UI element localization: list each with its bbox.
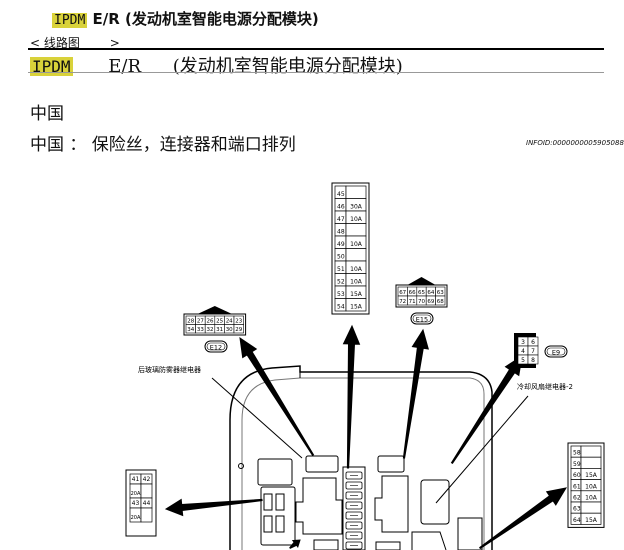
region-heading: 中国 xyxy=(30,104,64,124)
pointer-arrow xyxy=(479,487,568,550)
fuse-left-cell: 44 xyxy=(143,500,151,507)
pin-65: 65 xyxy=(418,290,425,296)
fuse-top-amp-47: 10A xyxy=(350,216,363,223)
pin-27: 27 xyxy=(197,319,204,325)
fuse-right-number-63: 63 xyxy=(573,506,581,513)
pin-28: 28 xyxy=(187,319,194,325)
pin-69: 69 xyxy=(427,299,434,305)
pointer-arrow xyxy=(289,539,301,549)
fuse-right-amp-62: 10A xyxy=(585,495,598,502)
pin-68: 68 xyxy=(437,299,444,305)
section-ipdm: IPDM xyxy=(30,57,73,76)
connector-label: E12 xyxy=(210,344,222,352)
breadcrumb-next-link[interactable]: > xyxy=(109,36,120,50)
pointer-arrow xyxy=(402,328,429,459)
fuse-left-cell: 42 xyxy=(143,476,151,483)
fuse-top-amp-53: 15A xyxy=(350,291,363,298)
pin-29: 29 xyxy=(235,327,242,333)
pointer-arrow xyxy=(164,498,263,517)
pointer-arrow xyxy=(450,354,523,464)
pin-71: 71 xyxy=(409,299,416,305)
pin-31: 31 xyxy=(216,327,223,333)
fuse-right-amp-64: 15A xyxy=(585,517,598,524)
page-header: IPDM E/R (发动机室智能电源分配模块) xyxy=(52,8,319,29)
fuse-top-number-51: 51 xyxy=(337,266,345,273)
connector-label: E9 xyxy=(552,349,560,357)
fuse-top-number-46: 46 xyxy=(337,204,345,211)
label-rear-defogger-relay: 后玻璃防雾器继电器 xyxy=(138,365,201,374)
fuse-top-number-50: 50 xyxy=(337,254,345,261)
breadcrumb: < 线路图 > xyxy=(30,34,120,51)
fuse-left-cell: 20A xyxy=(131,491,141,497)
info-code: INFOID:0000000005905088 xyxy=(526,139,624,147)
fuse-right-number-62: 62 xyxy=(573,495,581,502)
fuse-top-number-47: 47 xyxy=(337,216,345,223)
pin-34: 34 xyxy=(187,327,194,333)
connector-label: E15 xyxy=(416,316,428,324)
fuse-block-top: 45 46 30A 47 10A 48 49 10A 50 51 10A 52 10A 53 15A 54 15… xyxy=(331,182,370,315)
section-desc: (发动机室智能电源分配模块) xyxy=(172,56,403,77)
fuse-right-number-61: 61 xyxy=(573,483,581,490)
subsection-heading: 中国 ： 保险丝，连接器和端口排列 xyxy=(30,135,296,155)
pin-30: 30 xyxy=(226,327,233,333)
pin-8: 8 xyxy=(531,357,535,364)
fuse-left-cell: 41 xyxy=(132,476,140,483)
pin-24: 24 xyxy=(226,319,233,325)
pointer-arrow xyxy=(239,336,315,456)
pin-6: 6 xyxy=(531,339,535,346)
section-title: IPDM E/R (发动机室智能电源分配模块) xyxy=(30,52,403,78)
pin-72: 72 xyxy=(399,299,406,305)
pin-26: 26 xyxy=(207,319,214,325)
pin-4: 4 xyxy=(521,348,525,355)
fuse-top-amp-51: 10A xyxy=(350,266,363,273)
fuse-left-cell: 20A xyxy=(131,515,141,521)
fuse-right-number-58: 58 xyxy=(573,450,581,457)
pin-67: 67 xyxy=(399,290,406,296)
label-cooling-fan-relay: 冷却风扇继电器-2 xyxy=(517,382,573,391)
header-title: E/R (发动机室智能电源分配模块) xyxy=(92,10,319,28)
fuse-right-amp-60: 15A xyxy=(585,472,598,479)
fuse-right-number-64: 64 xyxy=(573,517,581,524)
fuse-top-amp-54: 15A xyxy=(350,304,363,311)
pin-3: 3 xyxy=(521,339,525,346)
pin-25: 25 xyxy=(216,319,223,325)
pin-63: 63 xyxy=(437,290,444,296)
fuse-right-number-59: 59 xyxy=(573,461,581,468)
fuse-top-amp-52: 10A xyxy=(350,279,363,286)
pin-33: 33 xyxy=(197,327,204,333)
header-ipdm: IPDM xyxy=(52,13,88,28)
fuse-left-cell: 43 xyxy=(132,500,140,507)
fuse-top-number-45: 45 xyxy=(337,191,345,198)
pin-66: 66 xyxy=(409,290,416,296)
pin-7: 7 xyxy=(531,348,535,355)
pin-23: 23 xyxy=(235,319,242,325)
pin-32: 32 xyxy=(207,327,214,333)
fuse-block-right: 58 59 60 15A 61 10A 62 10A 63 64 15A xyxy=(567,442,605,528)
section-divider xyxy=(28,72,604,73)
header-divider xyxy=(28,48,604,50)
fuse-top-number-48: 48 xyxy=(337,229,345,236)
fuse-right-number-60: 60 xyxy=(573,472,581,479)
pin-64: 64 xyxy=(427,290,434,296)
breadcrumb-back-link[interactable]: < 线路图 xyxy=(30,36,80,50)
fuse-top-number-49: 49 xyxy=(337,241,345,248)
pin-70: 70 xyxy=(418,299,425,305)
pin-5: 5 xyxy=(521,357,525,364)
fuse-top-amp-46: 30A xyxy=(350,204,363,211)
section-er: E/R xyxy=(108,56,142,77)
pointer-arrow xyxy=(342,324,361,469)
fuse-right-amp-61: 10A xyxy=(585,483,598,490)
fuse-top-number-53: 53 xyxy=(337,291,345,298)
fuse-top-amp-49: 10A xyxy=(350,241,363,248)
fuse-top-number-54: 54 xyxy=(337,304,345,311)
fuse-top-number-52: 52 xyxy=(337,279,345,286)
